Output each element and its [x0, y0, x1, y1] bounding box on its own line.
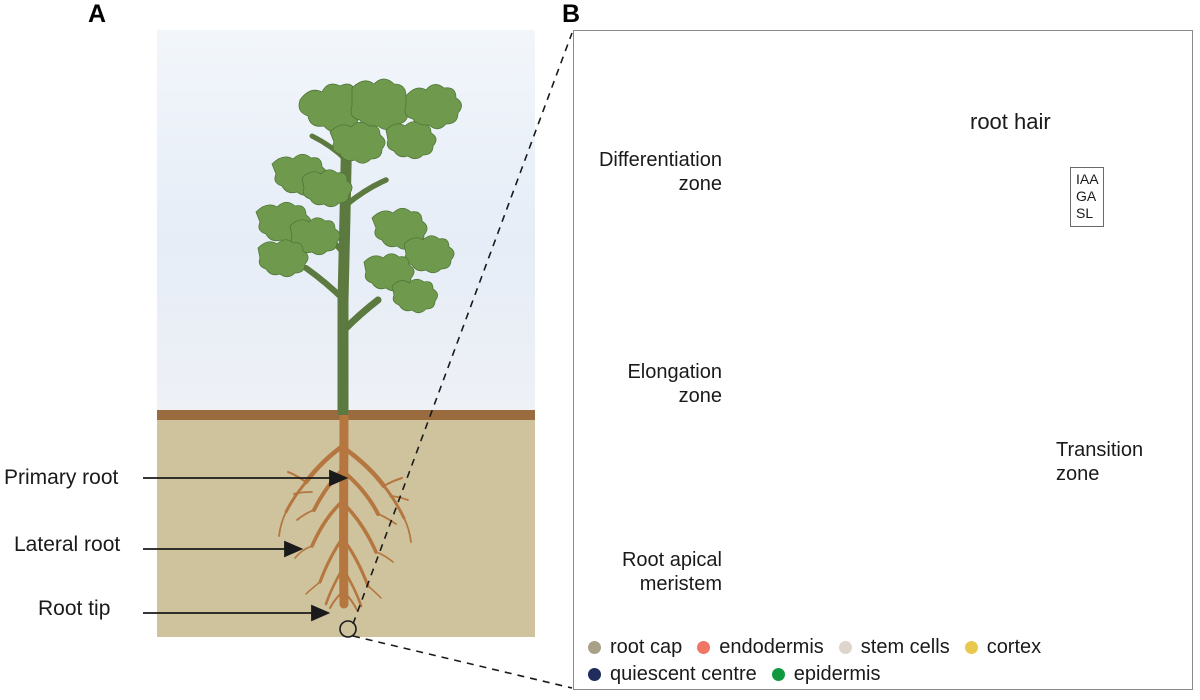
- panel-b-letter: B: [562, 0, 581, 28]
- root-apical-meristem-label-line2: meristem: [639, 572, 722, 595]
- differentiation-zone-label-line1: Differentiation: [598, 149, 722, 171]
- transition-zone-label-line2: zone: [1056, 462, 1100, 485]
- legend-label-stem-cells: stem cells: [860, 636, 950, 658]
- stem-cells-color-dot: [838, 641, 852, 654]
- panel-b: Differentiation zone Elongation zone Roo…: [573, 30, 1193, 690]
- transition-zone-label-line1: Transition: [1056, 439, 1144, 461]
- cortex-color-dot: [964, 641, 978, 654]
- elongation-zone-label-line2: zone: [678, 384, 722, 407]
- root-tip-marker: [339, 620, 357, 638]
- root-cap-color-dot: [588, 641, 601, 654]
- elongation-zone-label: Elongation zone: [574, 361, 722, 408]
- hormone-sl: SL: [1076, 205, 1094, 222]
- legend-item-quiescent-centre: quiescent centre: [588, 663, 757, 686]
- legend-row-1: root cap endodermis stem cells cortex: [588, 634, 1188, 661]
- root-tip-label: Root tip: [38, 597, 111, 620]
- panel-a-letter: A: [88, 0, 107, 28]
- legend-label-cortex: cortex: [986, 636, 1042, 658]
- differentiation-zone-label: Differentiation zone: [574, 149, 722, 196]
- plant-shoot: [255, 78, 462, 418]
- legend-label-root-cap: root cap: [610, 636, 683, 658]
- legend-row-2: quiescent centre epidermis: [588, 661, 1188, 688]
- panel-a-annotation-arrows: [143, 469, 349, 622]
- hormone-ga: GA: [1076, 188, 1097, 205]
- legend-label-epidermis: epidermis: [793, 663, 881, 685]
- lateral-root-label: Lateral root: [14, 533, 121, 556]
- legend-label-quiescent-centre: quiescent centre: [610, 663, 757, 685]
- legend: root cap endodermis stem cells cortex qu…: [588, 634, 1188, 688]
- callout-dashed-lines: [352, 32, 573, 689]
- primary-root-label: Primary root: [4, 466, 119, 489]
- transition-zone-label: Transition zone: [1056, 439, 1186, 486]
- legend-item-cortex: cortex: [964, 636, 1042, 659]
- legend-item-root-cap: root cap: [588, 636, 682, 659]
- panel-a-illustration: [143, 30, 573, 689]
- root-hair-label: root hair: [970, 109, 1051, 134]
- elongation-zone-label-line1: Elongation: [627, 361, 722, 383]
- legend-item-epidermis: epidermis: [771, 663, 881, 686]
- epidermis-color-dot: [771, 668, 785, 681]
- plant-root-system: [278, 415, 412, 611]
- root-apical-meristem-label: Root apical meristem: [574, 549, 722, 596]
- legend-item-endodermis: endodermis: [697, 636, 824, 659]
- endodermis-color-dot: [697, 641, 711, 654]
- panel-a: A Primary root Lateral root Root tip: [0, 0, 545, 700]
- hormone-box: IAA GA SL: [1070, 167, 1104, 228]
- hormone-iaa: IAA: [1076, 171, 1099, 187]
- root-apical-meristem-label-line1: Root apical: [621, 549, 722, 571]
- differentiation-zone-label-line2: zone: [678, 172, 722, 195]
- legend-item-stem-cells: stem cells: [838, 636, 950, 659]
- quiescent-centre-color-dot: [588, 668, 601, 681]
- legend-label-endodermis: endodermis: [719, 636, 824, 658]
